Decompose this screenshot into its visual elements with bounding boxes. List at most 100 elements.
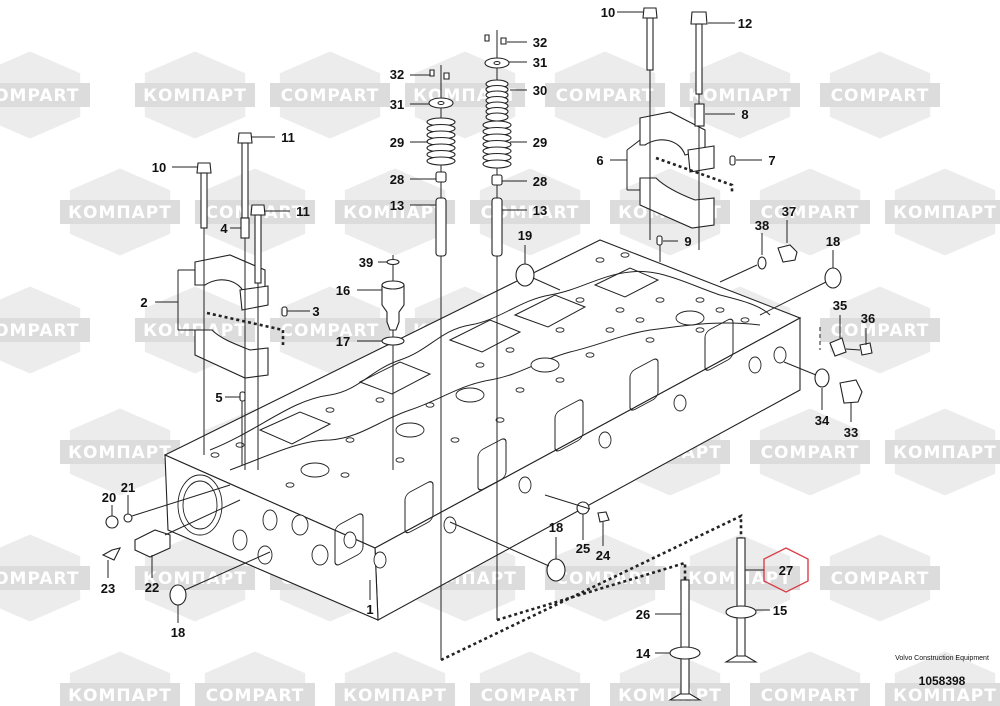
block-22-screw-23[interactable] <box>101 499 241 561</box>
callout-label-9[interactable]: 9 <box>684 234 691 249</box>
watermark-text: КОМПАРТ <box>893 203 997 223</box>
watermark-band <box>885 440 1000 464</box>
watermark-band <box>0 318 90 342</box>
callout-label-29[interactable]: 29 <box>533 135 547 150</box>
seal-34-plug-33[interactable] <box>783 361 863 404</box>
washer-25-screw-24[interactable] <box>544 494 610 523</box>
callout-label-26[interactable]: 26 <box>636 607 650 622</box>
bolt-hole <box>395 457 405 463</box>
callout-label-32[interactable]: 32 <box>533 35 547 50</box>
watermark-band <box>135 83 255 107</box>
watermark-band <box>820 566 940 590</box>
plug-20-washer-21[interactable] <box>105 484 231 529</box>
cylinder-head[interactable] <box>163 239 802 621</box>
callout-label-27[interactable]: 27 <box>779 563 793 578</box>
callout-label-22[interactable]: 22 <box>145 580 159 595</box>
bolt-hole <box>695 297 705 303</box>
callout-label-20[interactable]: 20 <box>102 490 116 505</box>
plug-18-middle[interactable] <box>449 521 566 582</box>
watermark-band <box>470 200 590 224</box>
callout-label-17[interactable]: 17 <box>336 334 350 349</box>
callout-label-11[interactable]: 11 <box>281 130 295 145</box>
watermark-band <box>335 200 455 224</box>
callout-label-5[interactable]: 5 <box>215 390 222 405</box>
callout-label-28[interactable]: 28 <box>390 172 404 187</box>
callout-label-19[interactable]: 19 <box>518 228 532 243</box>
callout-label-25[interactable]: 25 <box>576 541 590 556</box>
callout-label-2[interactable]: 2 <box>140 295 147 310</box>
callout-label-3[interactable]: 3 <box>312 304 319 319</box>
callout-label-1[interactable]: 1 <box>366 602 373 617</box>
callout-label-18[interactable]: 18 <box>549 520 563 535</box>
bolt-12[interactable] <box>690 11 708 250</box>
spring-coil <box>426 156 456 166</box>
bolt-10-right[interactable] <box>642 7 658 240</box>
callout-label-13[interactable]: 13 <box>390 198 404 213</box>
callout-label-11[interactable]: 11 <box>296 204 310 219</box>
callout-label-18[interactable]: 18 <box>171 625 185 640</box>
watermark-text: COMPART <box>281 86 380 106</box>
bolt-10-left[interactable] <box>196 162 212 455</box>
callout-label-32[interactable]: 32 <box>390 67 404 82</box>
camshaft-bearing-cap-left[interactable] <box>194 254 285 379</box>
watermark-band <box>885 200 1000 224</box>
watermark-band <box>0 566 90 590</box>
dowel-3[interactable] <box>281 306 288 317</box>
highlight-hexagon-27[interactable] <box>763 547 809 593</box>
callout-label-14[interactable]: 14 <box>636 646 651 661</box>
watermark-text: КОМПАРТ <box>343 686 447 706</box>
callout-label-10[interactable]: 10 <box>601 5 615 20</box>
watermark-text: КОМПАРТ <box>893 686 997 706</box>
callout-label-37[interactable]: 37 <box>782 204 796 219</box>
watermark-text: COMPART <box>281 321 380 341</box>
watermark-band <box>270 318 390 342</box>
callout-label-10[interactable]: 10 <box>152 160 166 175</box>
bolt-11-lower[interactable] <box>250 204 266 470</box>
intake-valve[interactable] <box>668 579 702 701</box>
bolt-hole <box>595 257 605 263</box>
valve-train-right[interactable] <box>482 30 512 620</box>
callout-label-13[interactable]: 13 <box>533 203 547 218</box>
callout-label-23[interactable]: 23 <box>101 581 115 596</box>
callout-label-29[interactable]: 29 <box>390 135 404 150</box>
bolt-11-upper[interactable] <box>237 132 253 470</box>
callout-label-34[interactable]: 34 <box>815 413 830 428</box>
dowel-7[interactable] <box>729 155 736 166</box>
callout-label-18[interactable]: 18 <box>826 234 840 249</box>
callout-label-12[interactable]: 12 <box>738 16 752 31</box>
callout-label-35[interactable]: 35 <box>833 298 847 313</box>
dowel-5[interactable] <box>239 391 246 402</box>
callout-label-24[interactable]: 24 <box>596 548 611 563</box>
callout-label-30[interactable]: 30 <box>533 83 547 98</box>
camshaft-bearing-cap-right[interactable] <box>639 111 734 229</box>
callout-label-8[interactable]: 8 <box>741 107 748 122</box>
bracket-35-screw-36[interactable] <box>819 327 873 357</box>
watermark-text: COMPART <box>556 86 655 106</box>
dowel-9[interactable] <box>656 235 663 246</box>
callout-label-15[interactable]: 15 <box>773 603 787 618</box>
callout-label-33[interactable]: 33 <box>844 425 858 440</box>
callout-label-16[interactable]: 16 <box>336 283 350 298</box>
bolt-hole <box>285 482 295 488</box>
callout-label-36[interactable]: 36 <box>861 311 875 326</box>
seal-38-plug-37[interactable] <box>719 244 798 283</box>
plug-18-left[interactable] <box>169 551 271 606</box>
bolt-hole <box>575 297 585 303</box>
callout-label-28[interactable]: 28 <box>533 174 547 189</box>
callout-label-39[interactable]: 39 <box>359 255 373 270</box>
callout-label-31[interactable]: 31 <box>390 97 404 112</box>
callout-label-7[interactable]: 7 <box>768 153 775 168</box>
callout-label-31[interactable]: 31 <box>533 55 547 70</box>
callout-label-38[interactable]: 38 <box>755 218 769 233</box>
watermark-band <box>270 83 390 107</box>
callout-label-4[interactable]: 4 <box>220 221 228 236</box>
exhaust-valve[interactable] <box>724 537 758 663</box>
bolt-hole <box>555 327 565 333</box>
valve-train-left[interactable] <box>426 65 456 660</box>
bolt-hole <box>345 437 355 443</box>
watermark-text: COMPART <box>481 686 580 706</box>
callout-label-21[interactable]: 21 <box>121 480 135 495</box>
callout-label-6[interactable]: 6 <box>596 153 603 168</box>
drawing-number: 1058398 <box>918 674 966 688</box>
